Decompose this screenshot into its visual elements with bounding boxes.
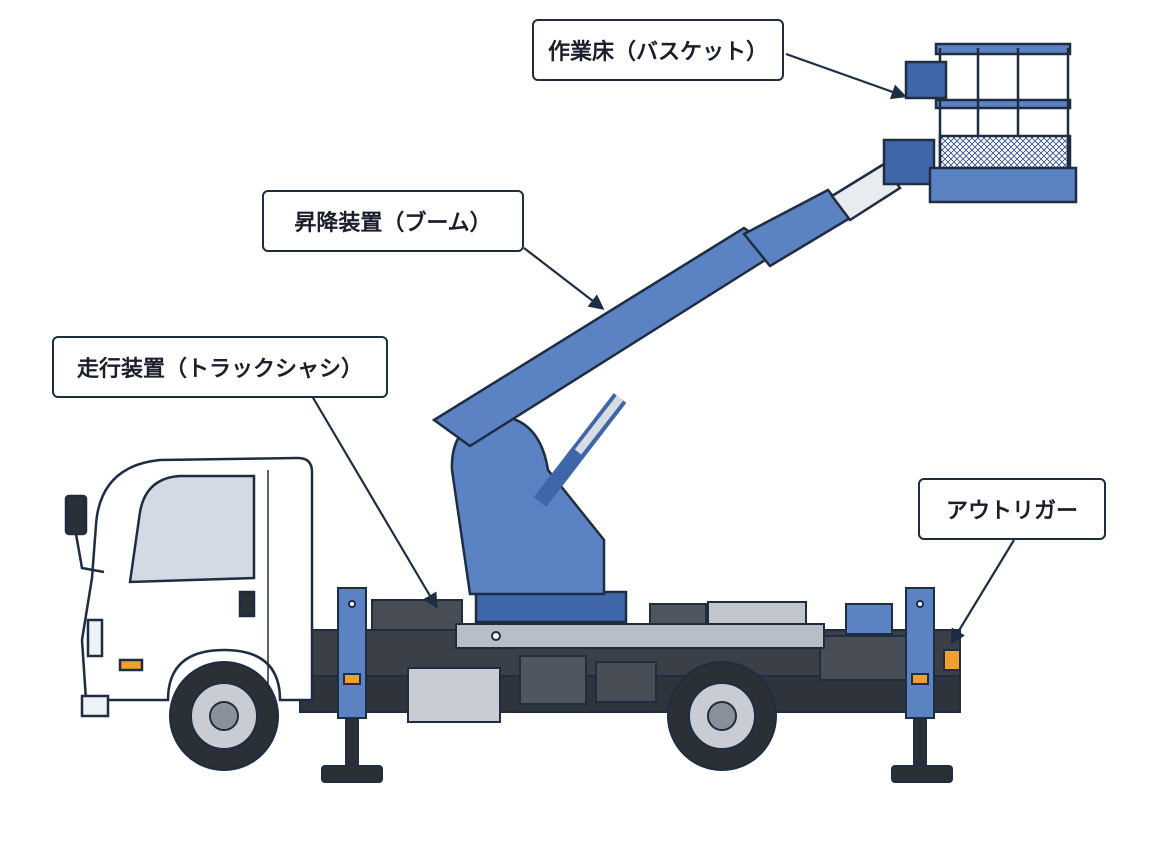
arrow-icon-basket (785, 52, 907, 100)
leader-arrows (311, 52, 1015, 645)
truck-cab (64, 456, 314, 718)
callout-outrigger: アウトリガー (918, 478, 1106, 540)
front-wheel (169, 661, 279, 771)
callout-basket: 作業床（バスケット） (532, 19, 784, 81)
rear-wheel (667, 661, 777, 771)
callout-chassis: 走行装置（トラックシャシ） (52, 336, 388, 398)
front-outrigger (321, 587, 383, 783)
truck-chassis (299, 599, 961, 723)
boom-assembly (431, 138, 936, 624)
arrow-icon-outrigger (950, 539, 1015, 645)
callout-boom: 昇降装置（ブーム） (262, 190, 524, 252)
work-basket (904, 42, 1078, 204)
arrow-icon-chassis (311, 395, 438, 609)
arrow-icon-boom (523, 247, 605, 310)
rear-outrigger (891, 587, 953, 783)
